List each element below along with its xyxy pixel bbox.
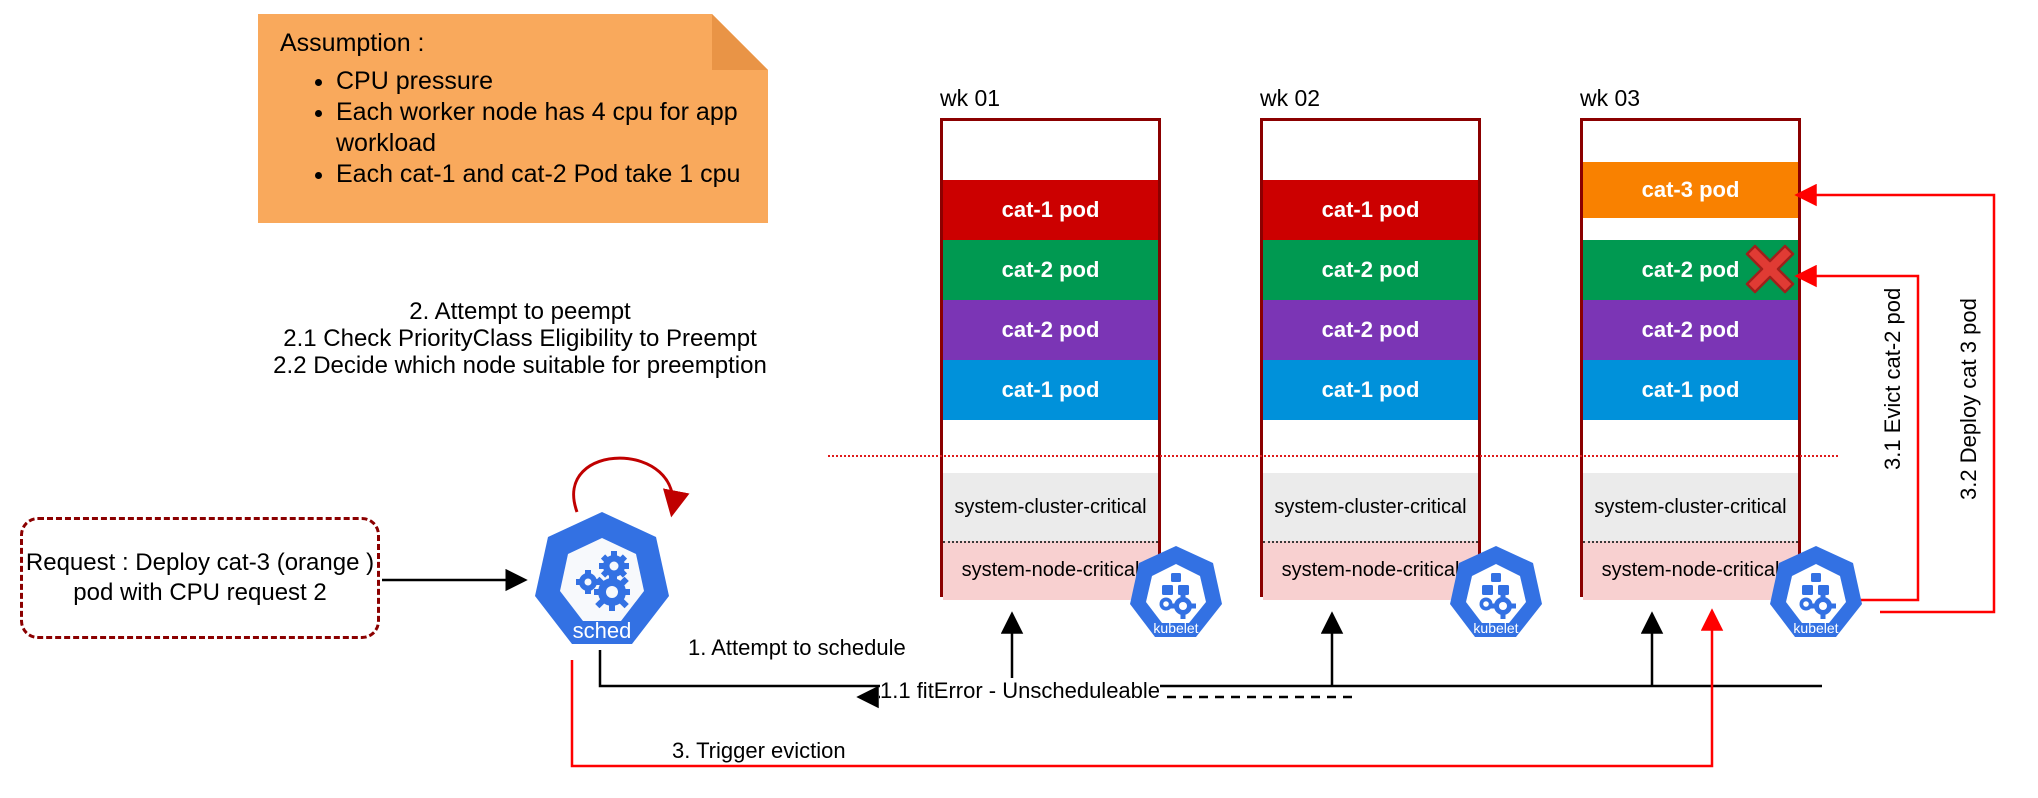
pod-band[interactable]: cat-1 pod <box>943 180 1158 240</box>
step-1-label: 1. Attempt to schedule <box>688 635 906 661</box>
arrow-scheduler-self-loop <box>572 456 690 518</box>
pod-band[interactable]: cat-2 pod <box>943 240 1158 300</box>
pod-band[interactable]: cat-1 pod <box>1263 360 1478 420</box>
list-item: CPU pressure <box>336 66 766 97</box>
kubelet-wk03[interactable]: kubelet <box>1768 545 1864 647</box>
pod-band[interactable]: cat-2 pod <box>1583 300 1798 360</box>
system-band: system-node-critical <box>1583 541 1798 600</box>
assumption-note: Assumption : CPU pressure Each worker no… <box>258 14 768 223</box>
step-3-2-label: 3.2 Deploy cat 3 pod <box>1956 298 1981 500</box>
kubelet-label: kubelet <box>1793 620 1838 636</box>
node-label-2: wk 02 <box>1260 85 1321 111</box>
note-background <box>258 14 768 223</box>
list-item: Each cat-1 and cat-2 Pod take 1 cpu <box>336 159 766 190</box>
pod-band[interactable]: cat-1 pod <box>1263 180 1478 240</box>
evicted-x-icon <box>1743 242 1797 296</box>
request-box: Request : Deploy cat-3 (orange ) pod wit… <box>20 517 380 639</box>
step-2-line-3: 2.2 Decide which node suitable for preem… <box>273 352 767 379</box>
kubernetes-gears-icon: sched <box>535 512 669 644</box>
note-bullet-list: CPU pressure Each worker node has 4 cpu … <box>308 66 766 190</box>
kubelet-label: kubelet <box>1473 620 1518 636</box>
step-3-label: 3. Trigger eviction <box>672 738 846 764</box>
pod-band[interactable]: cat-1 pod <box>1583 360 1798 420</box>
pod-band[interactable]: cat-2 pod <box>1263 300 1478 360</box>
step-2-description: 2. Attempt to peempt 2.1 Check PriorityC… <box>230 298 810 379</box>
step-1-1-label: 1.1 fitError - Unscheduleable <box>880 678 1161 704</box>
pod-band[interactable]: cat-3 pod <box>1583 162 1798 218</box>
step-3-1-label: 3.1 Evict cat-2 pod <box>1880 287 1905 470</box>
system-band: system-node-critical <box>1263 541 1478 600</box>
step-2-line-2: 2.1 Check PriorityClass Eligibility to P… <box>283 325 757 352</box>
kubelet-wk02[interactable]: kubelet <box>1448 545 1544 647</box>
node-label-1: wk 01 <box>940 85 1001 111</box>
pod-band[interactable]: cat-2 pod <box>1263 240 1478 300</box>
scheduler-node[interactable]: sched <box>532 510 672 658</box>
scheduler-label: sched <box>573 618 632 643</box>
system-band-divider <box>943 541 1158 543</box>
kubelet-icon: kubelet <box>1130 546 1222 637</box>
system-band-divider <box>1583 541 1798 543</box>
kubelet-icon: kubelet <box>1450 546 1542 637</box>
system-band: system-cluster-critical <box>1263 473 1478 541</box>
request-text: Request : Deploy cat-3 (orange ) pod wit… <box>25 549 375 606</box>
pod-band[interactable]: cat-2 pod <box>943 300 1158 360</box>
system-band-divider <box>1263 541 1478 543</box>
system-band: system-cluster-critical <box>1583 473 1798 541</box>
kubelet-wk01[interactable]: kubelet <box>1128 545 1224 647</box>
system-band: system-cluster-critical <box>943 473 1158 541</box>
list-item: Each worker node has 4 cpu for app workl… <box>336 97 766 159</box>
priority-threshold-line <box>828 455 1838 457</box>
note-folded-corner-icon <box>712 14 768 70</box>
note-title: Assumption : <box>280 29 425 57</box>
pod-band[interactable]: cat-1 pod <box>943 360 1158 420</box>
kubelet-label: kubelet <box>1153 620 1198 636</box>
step-2-line-1: 2. Attempt to peempt <box>409 298 631 325</box>
node-label-3: wk 03 <box>1580 85 1641 111</box>
system-band: system-node-critical <box>943 541 1158 600</box>
kubelet-icon: kubelet <box>1770 546 1862 637</box>
